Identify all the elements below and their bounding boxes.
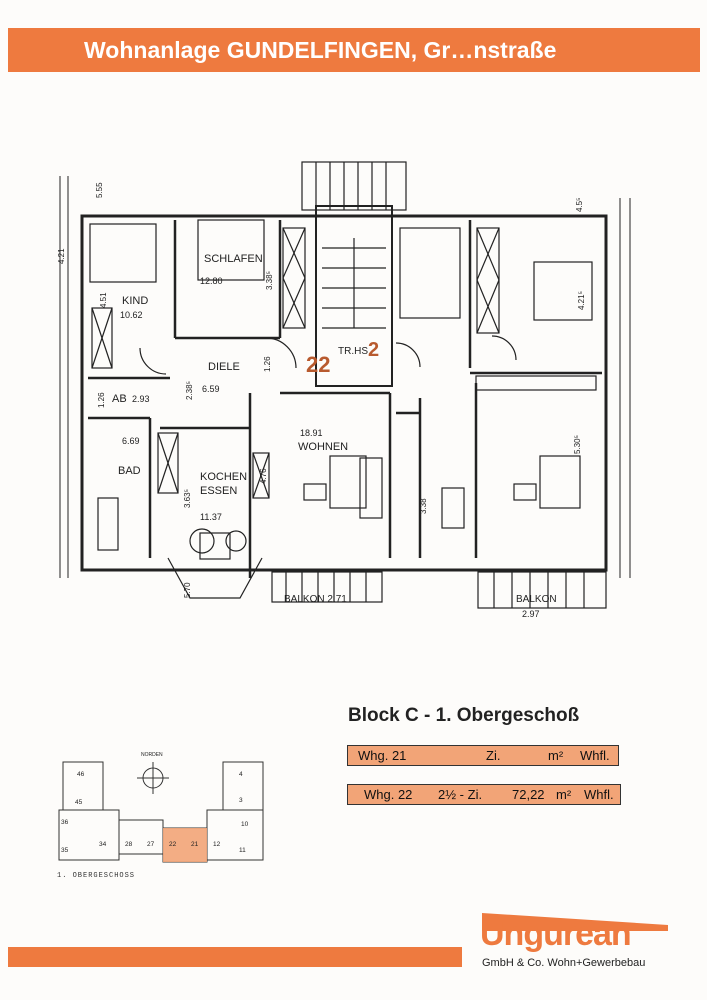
keyplan-number: 10	[241, 821, 249, 828]
unit-rooms: Zi.	[486, 748, 501, 763]
room-area-kind: 10.62	[120, 310, 143, 320]
keyplan-number: 21	[191, 841, 199, 848]
room-area-kochen: 11.37	[200, 512, 222, 522]
room-label-diele: DIELE	[208, 361, 240, 373]
keyplan-number: 12	[213, 841, 221, 848]
dim-label: 2.38⁵	[185, 381, 194, 400]
keyplan-number: 45	[75, 799, 83, 806]
keyplan-number: 34	[99, 841, 107, 848]
dim-label: 4.76	[259, 468, 268, 484]
room-area-bad: 6.69	[122, 436, 140, 446]
footer-bar	[8, 947, 462, 967]
dim-label: 4.5⁵	[575, 198, 584, 212]
floor-plan-drawing: KIND 10.62 SCHLAFEN 12.80 DIELE 6.59 AB …	[57, 161, 631, 619]
dim-label: 4.21⁵	[577, 291, 586, 310]
dim-label: 3.38⁵	[265, 271, 274, 290]
company-name: Ungurean	[480, 915, 632, 953]
unit-area: 72,22	[512, 787, 545, 802]
room-label-kochen: KOCHEN	[200, 471, 247, 483]
unit-row-21: Whg. 21 Zi. m² Whfl.	[347, 745, 619, 766]
keyplan-number: 4	[239, 771, 243, 778]
unit-area-unit: m²	[556, 787, 572, 802]
dim-label: 1.26	[263, 356, 272, 372]
north-label: NORDEN	[141, 752, 163, 758]
keyplan-number: 35	[61, 847, 69, 854]
unit-number: Whg. 22	[364, 787, 413, 802]
page-title: Wohnanlage GUNDELFINGEN, Gr…nstraße	[84, 37, 557, 63]
dim-label: 5.70	[183, 582, 192, 598]
unit-mark-21: 2	[368, 339, 379, 361]
room-label-balkon-left: BALKON 2.71	[284, 594, 347, 605]
unit-rooms: 2½ - Zi.	[438, 787, 483, 802]
room-label-balkon-right: BALKON	[516, 594, 557, 605]
key-plan: NORDEN 46 45 36 35 34 28 27 22 21 12 11 …	[55, 748, 280, 883]
company-subtitle: GmbH & Co. Wohn+Gewerbebau	[482, 957, 646, 969]
unit-whfl: Whfl.	[584, 787, 614, 802]
floor-plan: KIND 10.62 SCHLAFEN 12.80 DIELE 6.59 AB …	[40, 158, 650, 619]
unit-area-unit: m²	[548, 748, 564, 763]
room-label-wohnen: WOHNEN	[298, 441, 348, 453]
room-label-essen: ESSEN	[200, 485, 237, 497]
room-label-kind: KIND	[122, 295, 148, 307]
keyplan-number: 36	[61, 819, 69, 826]
dim-label: 3.38	[419, 498, 428, 514]
room-label-schlafen: SCHLAFEN	[204, 253, 263, 265]
header-banner: Wohnanlage GUNDELFINGEN, Gr…nstraße	[8, 28, 700, 72]
room-label-trhs: TR.HS	[338, 346, 368, 357]
keyplan-number: 22	[169, 841, 177, 848]
unit-row-22: Whg. 22 2½ - Zi. 72,22 m² Whfl.	[347, 784, 621, 805]
room-label-ab: AB	[112, 393, 127, 405]
unit-number: Whg. 21	[358, 748, 407, 763]
block-title: Block C - 1. Obergeschoß	[348, 705, 580, 726]
room-label-bad: BAD	[118, 465, 141, 477]
company-logo	[482, 913, 668, 931]
unit-mark-22: 22	[306, 352, 330, 377]
keyplan-number: 3	[239, 797, 243, 804]
keyplan-number: 46	[77, 771, 85, 778]
keyplan-number: 27	[147, 841, 155, 848]
dim-label: 4.51	[99, 292, 108, 308]
room-area-diele: 6.59	[202, 384, 220, 394]
keyplan-number: 28	[125, 841, 133, 848]
room-area-balkon-right: 2.97	[522, 609, 540, 618]
dim-label: 5.30⁵	[573, 435, 582, 454]
key-plan-drawing: NORDEN 46 45 36 35 34 28 27 22 21 12 11 …	[58, 752, 264, 863]
key-plan-caption: 1. OBERGESCHOSS	[57, 872, 136, 880]
dim-label: 1.26	[97, 392, 106, 408]
room-area-wohnen: 18.91	[300, 428, 323, 438]
dim-label: 3.63⁵	[183, 489, 192, 508]
room-area-ab: 2.93	[132, 394, 150, 404]
room-area-schlafen: 12.80	[200, 276, 223, 286]
dim-label: 5.55	[95, 182, 104, 198]
keyplan-number: 11	[239, 847, 246, 854]
unit-whfl: Whfl.	[580, 748, 610, 763]
dim-label: 4.21	[57, 248, 66, 264]
